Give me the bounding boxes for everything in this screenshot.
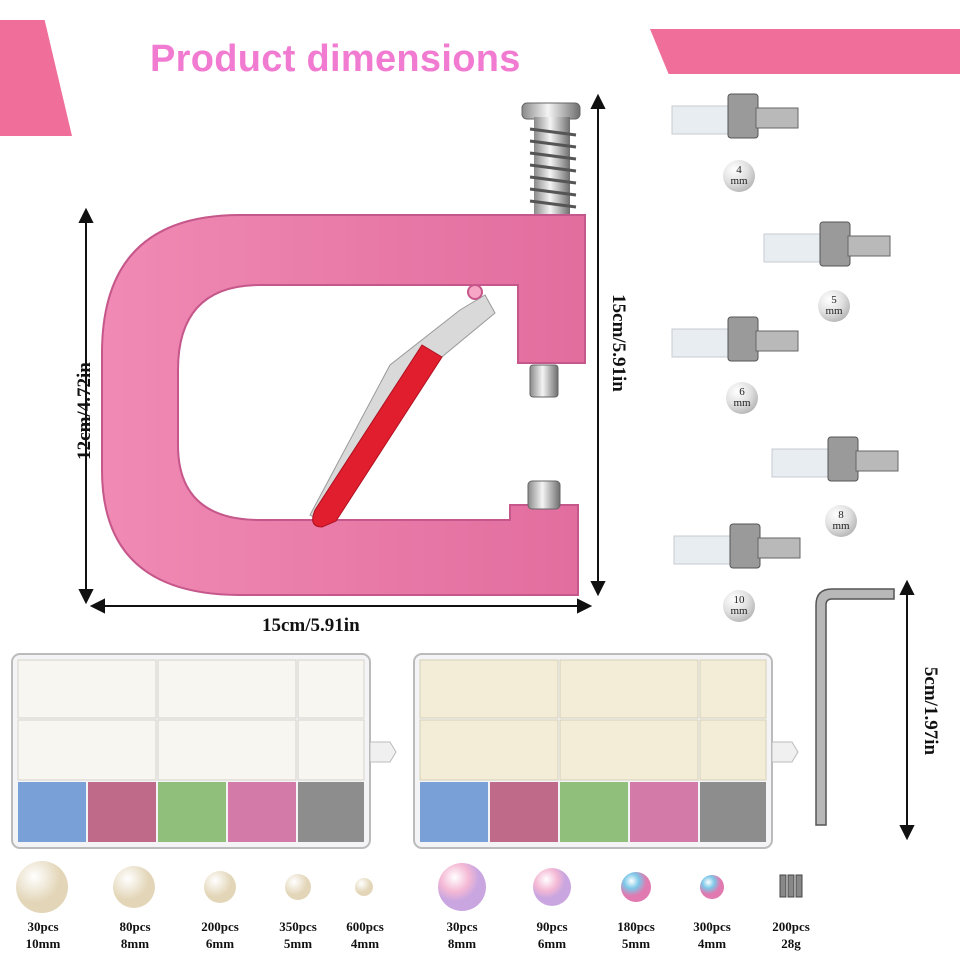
tool-width-label: 15cm/5.91in: [262, 615, 360, 636]
pearl-5mm: [285, 874, 311, 900]
pink-pearl-6mm: [533, 868, 571, 906]
pearl-4mm: [355, 878, 373, 896]
pearl-setting-tool-image: [101, 102, 586, 596]
rivet-image: [779, 874, 803, 898]
pearl-storage-box-ivory: [413, 653, 799, 849]
pearl-6mm: [204, 871, 236, 903]
pearl-storage-box-white: [11, 653, 397, 849]
die-6mm-image: [671, 316, 799, 362]
wrench-height-label: 5cm/1.97in: [920, 666, 941, 756]
rainbow-pearl-5mm: [621, 872, 651, 902]
pearl-10mm: [16, 861, 68, 913]
page-title: Product dimensions: [150, 38, 521, 80]
pink-pearl-8mm: [438, 863, 486, 911]
die-8mm-image: [771, 436, 899, 482]
rainbow-pearl-4mm: [700, 875, 724, 899]
die-4mm-image: [671, 93, 799, 139]
hex-wrench-image: [815, 588, 895, 826]
die-5mm-image: [763, 221, 891, 267]
pearl-8mm: [113, 866, 155, 908]
tool-right-height-label: 15cm/5.91in: [608, 294, 629, 392]
banner-decoration-right: [650, 29, 960, 74]
tool-height-label: 12cm/4.72in: [74, 362, 95, 460]
die-10mm-image: [673, 523, 801, 569]
pearl-samples: [16, 861, 803, 913]
